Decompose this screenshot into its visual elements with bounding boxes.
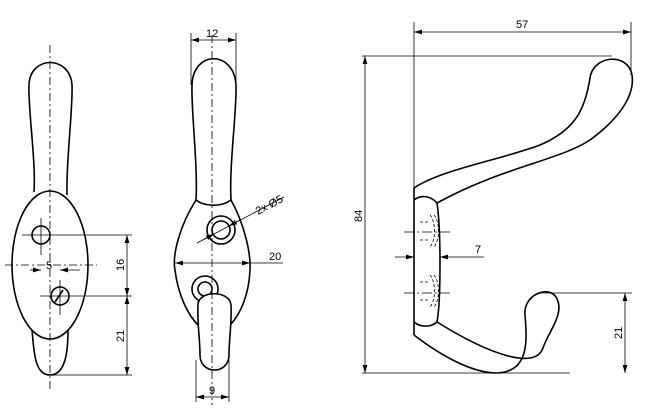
side-view: 12 20 9 2x Ø5 [173,28,286,405]
upper-hook-arm [413,58,634,204]
front-view: 5 16 21 [5,45,132,390]
dim-hole-spacing: 16 [115,259,127,271]
dim-plate-width: 20 [269,251,281,263]
dim-top-width: 12 [206,28,218,40]
lower-hook-tongue [196,292,233,371]
dim-hole-offset: 5 [46,260,52,272]
lower-hook-arm [413,291,560,374]
dim-hook-width: 9 [209,385,215,397]
mounting-plate-side [173,199,251,326]
screw-hole-upper-outer [206,215,236,245]
dim-lower-hole-to-bottom: 21 [115,330,127,342]
dim-plate-thickness: 7 [475,244,481,256]
dim-depth: 57 [516,19,528,31]
dim-lower-hook-height: 21 [613,327,625,339]
hook-outline-side [191,58,237,201]
profile-view: 57 84 7 21 [353,19,634,374]
hook-outline-front [28,61,73,196]
dim-holes: 2x Ø5 [254,193,286,217]
dim-height: 84 [353,210,365,222]
